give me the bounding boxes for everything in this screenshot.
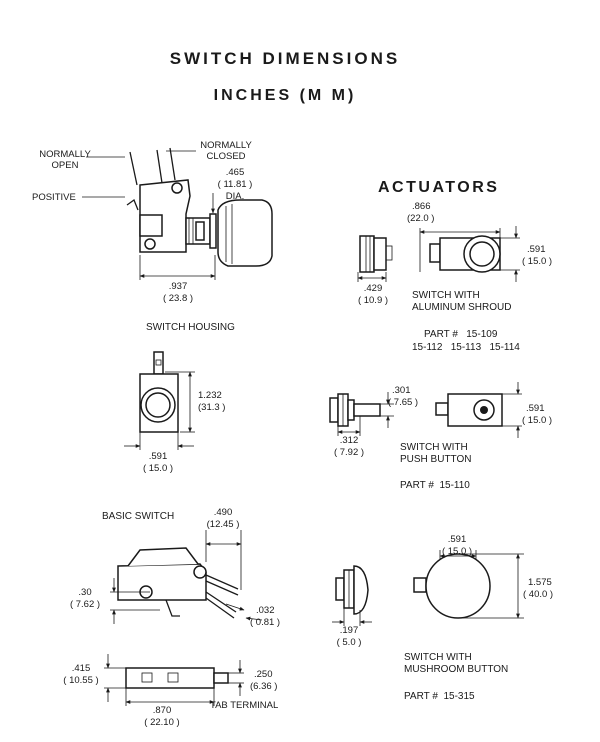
aluminum-side-mm: ( 10.9 ) (357, 295, 389, 306)
housing-front-width-mm: ( 15.0 ) (142, 463, 174, 474)
basic-switch-side-view (110, 530, 263, 624)
positive-label: POSITIVE (32, 192, 76, 203)
page-subtitle: INCHES (M M) (213, 87, 357, 104)
aluminum-shroud-side-view (357, 235, 393, 282)
housing-front-view (124, 351, 195, 450)
mushroom-width-inches: .591 (447, 534, 467, 545)
switch-length-mm: ( 22.10 ) (144, 717, 180, 728)
housing-height-mm: (31.3 ) (198, 402, 226, 413)
tab-length-inches: .490 (213, 507, 233, 518)
mushroom-button-caption: SWITCH WITH MUSHROOM BUTTON (404, 652, 509, 675)
normally-closed-terminal (156, 149, 163, 184)
push-travel-inches: .301 (392, 385, 411, 396)
basic-switch-caption: BASIC SWITCH (102, 511, 175, 522)
aluminum-side-inches: .429 (363, 283, 383, 294)
pin-height-inches: .30 (78, 587, 92, 598)
mushroom-side-mm: ( 5.0 ) (336, 637, 362, 648)
basic-switch-top-view (104, 654, 244, 706)
aluminum-height-mm: ( 15.0 ) (522, 256, 553, 267)
switch-housing-caption: SWITCH HOUSING (146, 322, 235, 333)
housing-width-mm: ( 23.8 ) (162, 293, 194, 304)
dia-mm: ( 11.81 ) (217, 179, 253, 190)
normally-closed-label: NORMALLY CLOSED (200, 140, 252, 162)
tab-width-mm: (6.36 ) (250, 681, 278, 692)
page-title: SWITCH DIMENSIONS (169, 49, 401, 68)
push-height-inches: .591 (526, 403, 545, 414)
housing-side-view (82, 147, 273, 280)
aluminum-length-inches: .866 (412, 201, 431, 212)
dia-inches: .465 (225, 167, 245, 178)
actuators-heading: ACTUATORS (378, 179, 500, 196)
tab-thickness-mm: ( 0.81 ) (250, 617, 281, 628)
mushroom-button-front-view (413, 550, 524, 619)
aluminum-shroud-caption: SWITCH WITH ALUMINUM SHROUD (412, 290, 512, 313)
mushroom-diameter-mm: ( 40.0 ) (523, 589, 554, 600)
basic-switch-body (117, 563, 207, 601)
mushroom-side-inches: .197 (339, 625, 359, 636)
tab-terminal-label: TAB TERMINAL (210, 700, 279, 711)
push-height-mm: ( 15.0 ) (522, 415, 553, 426)
push-button-inches: .312 (339, 435, 359, 446)
aluminum-shroud-front-view (419, 226, 520, 282)
mushroom-parts: PART # 15-315 (404, 691, 475, 702)
positive-terminal (126, 198, 139, 211)
mushroom-width-mm: ( 15.0 ) (441, 546, 473, 557)
push-button-side-view (329, 392, 394, 436)
pin-height-mm: ( 7.62 ) (69, 599, 101, 610)
normally-open-terminal (129, 151, 138, 186)
housing-height-inches: 1.232 (198, 390, 222, 401)
switch-depth-mm: ( 10.55 ) (63, 675, 99, 686)
push-button-front-view (435, 382, 522, 438)
aluminum-height-inches: .591 (527, 244, 546, 255)
push-button-mm: ( 7.92 ) (333, 447, 365, 458)
push-button-caption: SWITCH WITH PUSH BUTTON (400, 442, 472, 465)
push-parts: PART # 15-110 (400, 480, 470, 491)
aluminum-parts-line-2: 15-112 15-113 15-114 (412, 342, 520, 353)
aluminum-parts-line-1: PART # 15-109 (424, 329, 498, 340)
tab-width-inches: .250 (254, 669, 273, 680)
mushroom-button-side-view (332, 565, 372, 626)
normally-open-label: NORMALLY OPEN (39, 149, 91, 171)
switch-length-inches: .870 (152, 705, 172, 716)
housing-width-inches: .937 (168, 281, 188, 292)
tab-length-mm: (12.45 ) (206, 519, 240, 530)
tab-thickness-inches: .032 (256, 605, 275, 616)
switch-depth-inches: .415 (71, 663, 91, 674)
push-travel-mm: ( 7.65 ) (388, 397, 419, 408)
dia-label: DIA. (225, 191, 245, 202)
aluminum-length-mm: (22.0 ) (407, 213, 435, 224)
housing-front-width-inches: .591 (148, 451, 168, 462)
actuator-cap (217, 199, 273, 267)
mushroom-diameter-inches: 1.575 (528, 577, 552, 588)
